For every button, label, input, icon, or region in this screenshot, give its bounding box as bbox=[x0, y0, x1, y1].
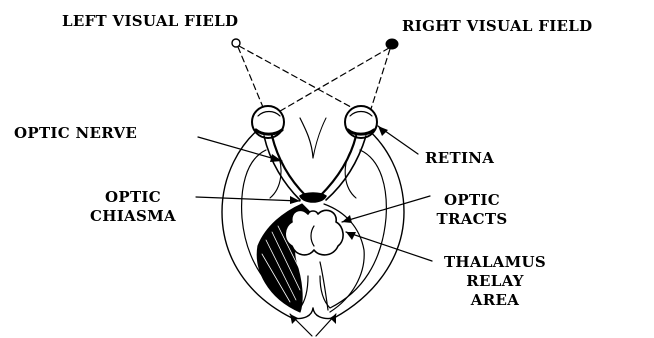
chiasma-leader bbox=[196, 197, 300, 201]
optic-nerve-leader bbox=[198, 137, 282, 161]
thalamus-relay-area bbox=[285, 210, 343, 255]
left-eye bbox=[252, 106, 284, 138]
thalamus-line-2: RELAY bbox=[434, 272, 556, 291]
right-visual-field-label: RIGHT VISUAL FIELD bbox=[402, 17, 592, 36]
thalamus-relay-area-label: THALAMUS RELAY AREA bbox=[434, 253, 556, 310]
thalamus-line-3: AREA bbox=[434, 291, 556, 310]
thalamus-leader bbox=[346, 232, 432, 261]
right-eye bbox=[345, 106, 377, 138]
optic-chiasma-line-1: OPTIC bbox=[74, 188, 192, 207]
optic-tracts-label: OPTIC TRACTS bbox=[430, 191, 514, 229]
optic-tracts-line-2: TRACTS bbox=[430, 210, 514, 229]
left-visual-field-label: LEFT VISUAL FIELD bbox=[62, 12, 238, 31]
optic-tracts-line-1: OPTIC bbox=[430, 191, 514, 210]
optic-chiasma-line-2: CHIASMA bbox=[74, 207, 192, 226]
optic-chiasma-label: OPTIC CHIASMA bbox=[74, 188, 192, 226]
thalamus-line-1: THALAMUS bbox=[434, 253, 556, 272]
optic-nerve-label: OPTIC NERVE bbox=[14, 124, 137, 143]
optic-chiasma bbox=[300, 193, 326, 202]
right-field-object bbox=[386, 39, 398, 49]
midline-fissure bbox=[300, 118, 313, 158]
retina-label: RETINA bbox=[425, 149, 494, 168]
